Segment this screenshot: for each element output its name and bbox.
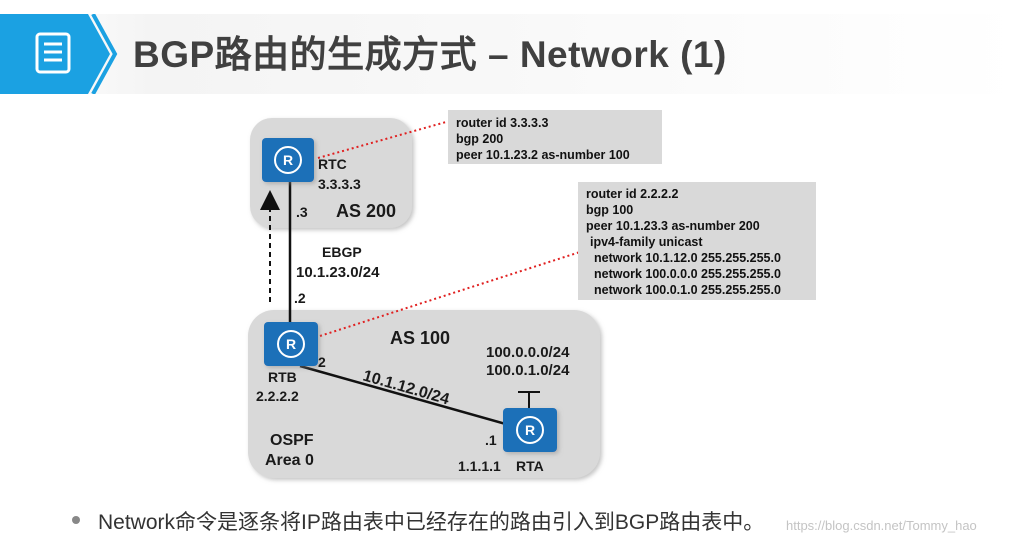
rtc-config-box: router id 3.3.3.3 bgp 200 peer 10.1.23.2… — [448, 110, 662, 164]
rtb-config-callout — [319, 251, 581, 337]
rtb-rta-link — [299, 364, 521, 430]
config-line: peer 10.1.23.2 as-number 100 — [456, 148, 630, 162]
config-line: bgp 100 — [586, 203, 634, 217]
as200-label: AS 200 — [336, 201, 397, 221]
config-line: peer 10.1.23.3 as-number 200 — [586, 219, 760, 233]
document-icon — [35, 32, 71, 74]
config-line: router id 3.3.3.3 — [456, 116, 549, 130]
rtc-id: 3.3.3.3 — [318, 176, 361, 192]
router-rtb: R — [264, 322, 318, 366]
rtb-config-box: router id 2.2.2.2 bgp 100 peer 10.1.23.3… — [578, 182, 816, 300]
bullet-text: Network命令是逐条将IP路由表中已经存在的路由引入到BGP路由表中。 — [98, 511, 765, 534]
rtb-id: 2.2.2.2 — [256, 388, 299, 404]
bullet-dot — [72, 516, 80, 524]
router-icon-rtc: R — [283, 152, 293, 168]
router-rta: R — [503, 408, 557, 452]
rta-network-2: 100.0.1.0/24 — [486, 362, 570, 379]
rta-id: 1.1.1.1 — [458, 458, 501, 474]
router-icon-rta: R — [525, 422, 535, 438]
ospf-label: OSPF — [270, 432, 314, 449]
header-band — [0, 14, 1024, 94]
rtb-name: RTB — [268, 369, 297, 385]
rtc-name: RTC — [318, 156, 347, 172]
ebgp-subnet: 10.1.23.0/24 — [296, 264, 380, 281]
config-line: network 100.0.0.0 255.255.255.0 — [594, 267, 781, 281]
rta-network-1: 100.0.0.0/24 — [486, 344, 570, 361]
rtb-interface-down: 2 — [318, 354, 326, 370]
router-icon-rtb: R — [286, 336, 296, 352]
config-line: bgp 200 — [456, 132, 504, 146]
rtc-interface: .3 — [296, 204, 308, 220]
rta-name: RTA — [516, 458, 544, 474]
rta-interface: .1 — [485, 432, 497, 448]
config-line: network 10.1.12.0 255.255.255.0 — [594, 251, 781, 265]
config-line: ipv4-family unicast — [590, 235, 703, 249]
page-title: BGP路由的生成方式 – Network (1) — [133, 34, 727, 75]
area-label: Area 0 — [265, 452, 314, 469]
watermark: https://blog.csdn.net/Tommy_hao — [786, 518, 977, 533]
config-line: router id 2.2.2.2 — [586, 187, 679, 201]
rtc-config-callout — [317, 121, 447, 159]
as100-label: AS 100 — [390, 328, 451, 348]
rtb-interface-up: .2 — [294, 290, 306, 306]
router-rtc: R — [262, 138, 314, 182]
ebgp-label: EBGP — [322, 244, 362, 260]
config-line: network 100.0.1.0 255.255.255.0 — [594, 283, 781, 297]
